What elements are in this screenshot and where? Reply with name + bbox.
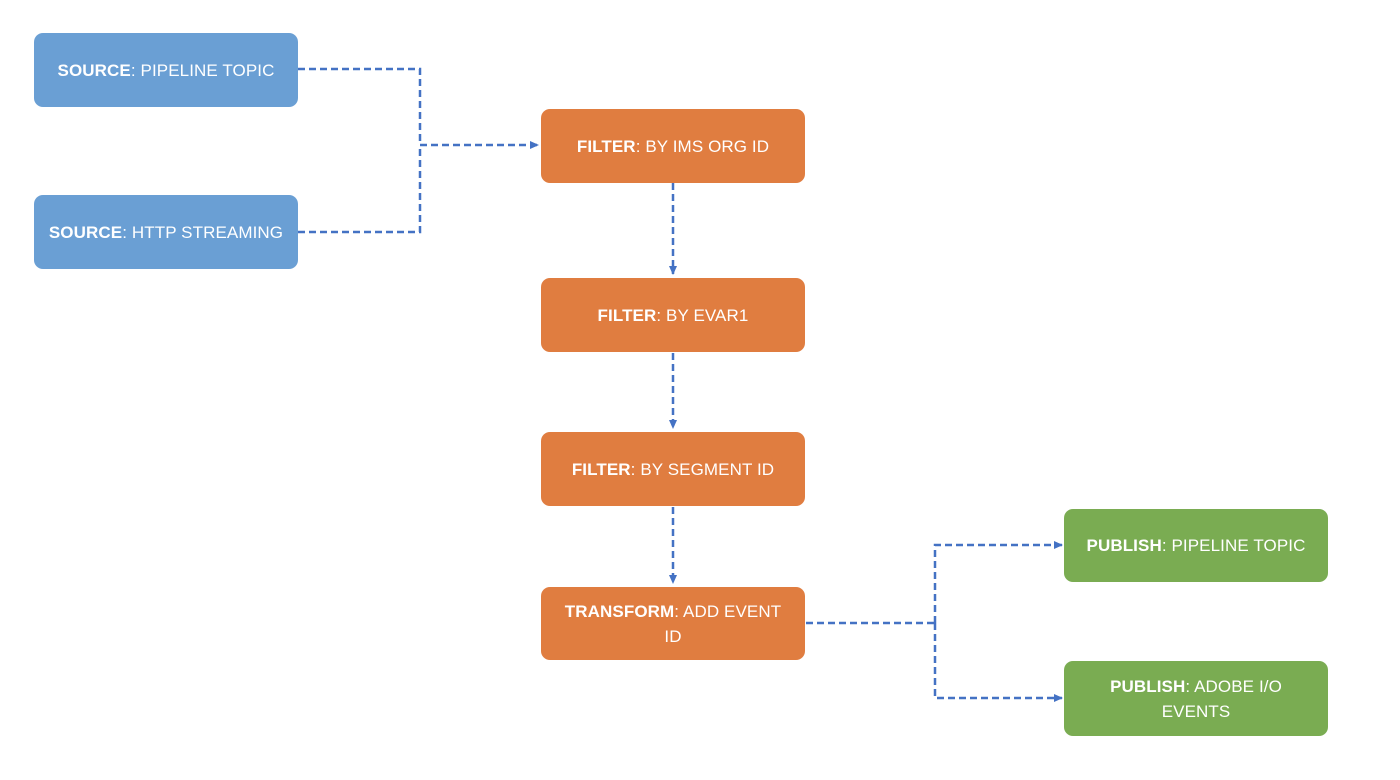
filter-evar1-node[interactable]: FILTER: BY EVAR1 (541, 278, 805, 352)
node-label: BY SEGMENT ID (640, 459, 775, 479)
edge-source-http-to-merge (298, 145, 422, 234)
node-label: ADOBE I/O EVENTS (1161, 676, 1282, 721)
filter-segment-id-node[interactable]: FILTER: BY SEGMENT ID (541, 432, 805, 506)
node-text: TRANSFORM: ADD EVENT ID (564, 601, 782, 646)
source-pipeline-topic-node[interactable]: SOURCE: PIPELINE TOPIC (34, 33, 298, 107)
node-kind: PUBLISH (1110, 676, 1186, 696)
node-text: FILTER: BY SEGMENT ID (571, 459, 775, 479)
node-kind: SOURCE (57, 60, 131, 80)
node-text: PUBLISH: ADOBE I/O EVENTS (1110, 676, 1282, 721)
node-kind: TRANSFORM (564, 601, 675, 621)
publish-adobe-io-events-node[interactable]: PUBLISH: ADOBE I/O EVENTS (1064, 661, 1328, 736)
node-label: ADD EVENT ID (664, 601, 782, 646)
node-kind: FILTER (597, 305, 657, 325)
node-label: BY EVAR1 (666, 305, 749, 325)
node-label: HTTP STREAMING (131, 222, 284, 242)
transform-add-event-id-node[interactable]: TRANSFORM: ADD EVENT ID (541, 587, 805, 660)
node-kind: SOURCE (48, 222, 123, 242)
edge-split-to-publish-adobe (933, 623, 1063, 702)
node-kind: FILTER (576, 136, 636, 156)
node-label: BY IMS ORG ID (645, 136, 770, 156)
node-kind: FILTER (571, 459, 631, 479)
filter-ims-org-id-node[interactable]: FILTER: BY IMS ORG ID (541, 109, 805, 183)
node-text: SOURCE: PIPELINE TOPIC (57, 60, 275, 80)
node-text: FILTER: BY EVAR1 (597, 305, 749, 325)
node-text: SOURCE: HTTP STREAMING (48, 222, 284, 242)
source-http-streaming-node[interactable]: SOURCE: HTTP STREAMING (34, 195, 298, 269)
node-kind: PUBLISH (1086, 536, 1162, 555)
node-text: FILTER: BY IMS ORG ID (576, 136, 770, 156)
edge-source-pipeline-to-merge (298, 67, 422, 145)
node-label: PIPELINE TOPIC (1171, 536, 1306, 555)
node-label: PIPELINE TOPIC (140, 60, 275, 80)
edge-split-to-publish-pipeline (933, 541, 1063, 623)
node-text: PUBLISH: PIPELINE TOPIC (1086, 536, 1306, 555)
publish-pipeline-topic-node[interactable]: PUBLISH: PIPELINE TOPIC (1064, 509, 1328, 582)
